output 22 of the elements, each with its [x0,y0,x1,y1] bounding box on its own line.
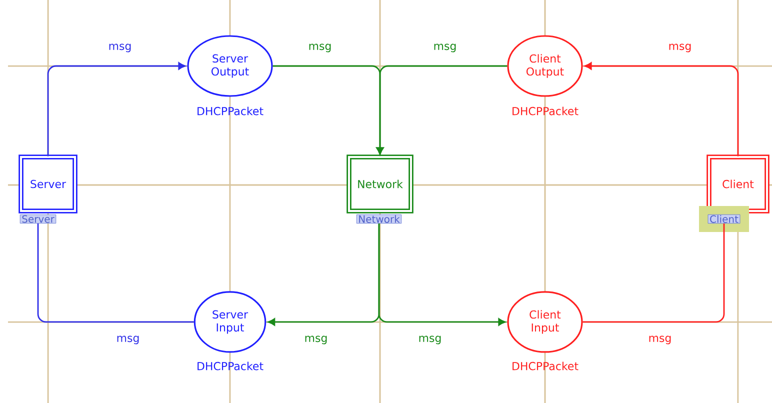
transition-box: Server [18,154,78,214]
type-label: DHCPPacket [512,362,578,370]
edge-label: msg [115,334,141,346]
subpage-tag: Network [356,214,402,224]
transition-box: Client [706,154,770,214]
edge-label: msg [303,334,329,346]
type-label: DHCPPacket [198,106,264,116]
arc-arrow [376,65,508,155]
type-label: DHCPPacket [512,106,578,116]
arc-arrow [584,62,739,156]
transition-box: Network [346,154,414,214]
arc-arrow [378,224,506,326]
edge-label: msg [417,334,443,346]
arc-arrow [47,62,186,156]
edge-label: msg [647,334,673,346]
subpage-tag: Server [20,214,56,224]
edge-label: msg [432,42,458,54]
edge-label: msg [107,42,133,54]
edge-label: msg [667,42,693,54]
edge-label: msg [307,42,333,54]
type-label: DHCPPacket [198,362,264,370]
subpage-tag: Client [708,214,740,224]
